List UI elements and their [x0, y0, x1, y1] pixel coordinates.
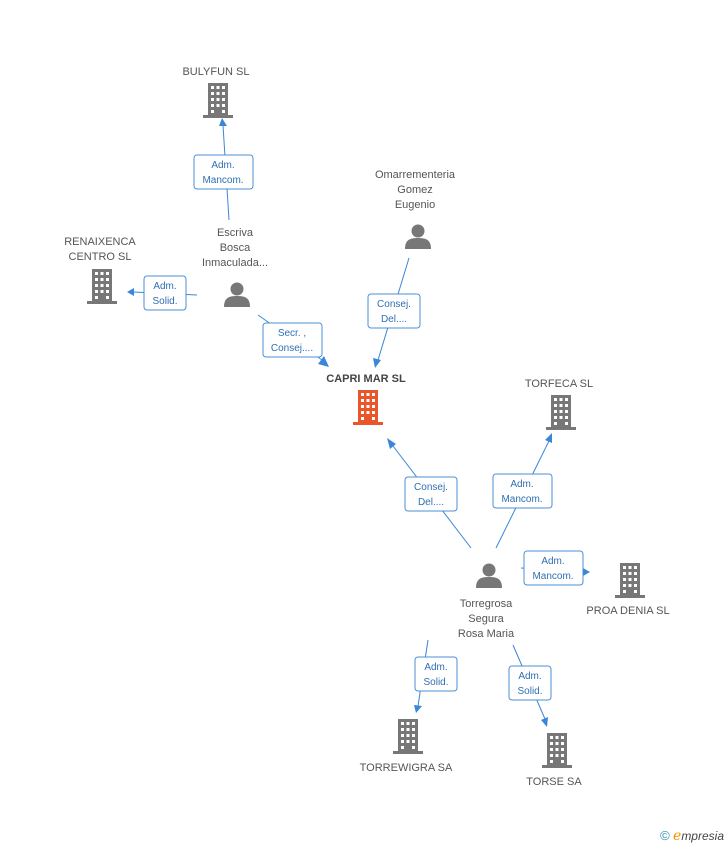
node-torrewigra[interactable]: TORREWIGRA SA	[360, 719, 453, 774]
building-icon	[87, 269, 117, 304]
person-icon	[405, 224, 431, 249]
brand-logo-initial: e	[673, 828, 682, 844]
node-escriva[interactable]: Escriva Bosca Inmaculada...	[202, 227, 268, 307]
svg-text:Del....: Del....	[381, 314, 407, 325]
svg-text:Omarrementeria: Omarrementeria	[375, 169, 456, 181]
edge-label-torregrosa-torse[interactable]: Adm. Solid.	[508, 665, 552, 701]
node-torfeca[interactable]: TORFECA SL	[525, 378, 593, 430]
node-capri-mar[interactable]: CAPRI MAR SL	[326, 373, 406, 425]
edge-label-escriva-renaixenca[interactable]: Adm. Solid.	[143, 275, 187, 311]
edge-label-torregrosa-center[interactable]: Consej. Del....	[404, 476, 458, 512]
svg-text:BULYFUN SL: BULYFUN SL	[182, 66, 249, 78]
brand-logo-text: mpresia	[681, 829, 724, 843]
svg-text:Adm.: Adm.	[510, 479, 533, 490]
svg-text:CENTRO SL: CENTRO SL	[69, 251, 132, 263]
copyright-symbol: ©	[660, 828, 670, 843]
building-icon	[203, 83, 233, 118]
edge-label-escriva-center[interactable]: Secr. , Consej....	[262, 322, 323, 358]
svg-text:Solid.: Solid.	[517, 686, 542, 697]
svg-text:Mancom.: Mancom.	[501, 494, 542, 505]
svg-text:TORFECA SL: TORFECA SL	[525, 378, 593, 390]
svg-text:RENAIXENCA: RENAIXENCA	[64, 236, 136, 248]
svg-text:Adm.: Adm.	[518, 671, 541, 682]
edge-label-escriva-bulyfun[interactable]: Adm. Mancom.	[193, 154, 254, 190]
node-omarrementeria[interactable]: Omarrementeria Gomez Eugenio	[375, 169, 456, 249]
person-icon	[476, 563, 502, 588]
person-icon	[224, 282, 250, 307]
svg-text:Consej....: Consej....	[271, 343, 313, 354]
svg-text:Segura: Segura	[468, 613, 504, 625]
svg-text:Consej.: Consej.	[377, 299, 411, 310]
svg-text:Torregrosa: Torregrosa	[460, 598, 513, 610]
svg-text:Del....: Del....	[418, 497, 444, 508]
svg-text:Rosa Maria: Rosa Maria	[458, 628, 515, 640]
svg-text:Solid.: Solid.	[423, 677, 448, 688]
svg-text:Mancom.: Mancom.	[202, 175, 243, 186]
node-bulyfun[interactable]: BULYFUN SL	[182, 66, 250, 118]
building-icon	[393, 719, 423, 754]
building-icon	[546, 395, 576, 430]
building-icon	[542, 733, 572, 768]
edge-label-torregrosa-proa[interactable]: Adm. Mancom.	[523, 550, 584, 586]
svg-text:Consej.: Consej.	[414, 482, 448, 493]
svg-text:Solid.: Solid.	[152, 296, 177, 307]
svg-text:TORSE SA: TORSE SA	[526, 776, 582, 788]
svg-text:Secr. ,: Secr. ,	[278, 328, 306, 339]
building-icon	[353, 390, 383, 425]
edge-label-torregrosa-torfeca[interactable]: Adm. Mancom.	[492, 473, 553, 509]
node-torregrosa[interactable]: Torregrosa Segura Rosa Maria	[458, 563, 515, 641]
svg-text:Adm.: Adm.	[153, 281, 176, 292]
svg-text:Adm.: Adm.	[541, 556, 564, 567]
svg-text:Adm.: Adm.	[424, 662, 447, 673]
svg-text:Bosca: Bosca	[220, 242, 251, 254]
svg-text:Inmaculada...: Inmaculada...	[202, 257, 268, 269]
building-icon	[615, 563, 645, 598]
node-proa-denia[interactable]: PROA DENIA SL	[586, 563, 670, 617]
footer-brand: © empresia	[660, 828, 724, 844]
svg-text:CAPRI MAR SL: CAPRI MAR SL	[326, 373, 406, 385]
node-torse[interactable]: TORSE SA	[526, 733, 582, 788]
edge-label-torregrosa-torrewigra[interactable]: Adm. Solid.	[414, 656, 458, 692]
svg-text:Mancom.: Mancom.	[532, 571, 573, 582]
node-renaixenca[interactable]: RENAIXENCA CENTRO SL	[64, 236, 136, 304]
svg-text:Gomez: Gomez	[397, 184, 432, 196]
svg-text:PROA DENIA SL: PROA DENIA SL	[586, 605, 669, 617]
svg-text:TORREWIGRA SA: TORREWIGRA SA	[360, 762, 453, 774]
edge-label-omarrementeria-center[interactable]: Consej. Del....	[367, 293, 421, 329]
svg-text:Escriva: Escriva	[217, 227, 254, 239]
svg-text:Adm.: Adm.	[211, 160, 234, 171]
svg-text:Eugenio: Eugenio	[395, 199, 435, 211]
